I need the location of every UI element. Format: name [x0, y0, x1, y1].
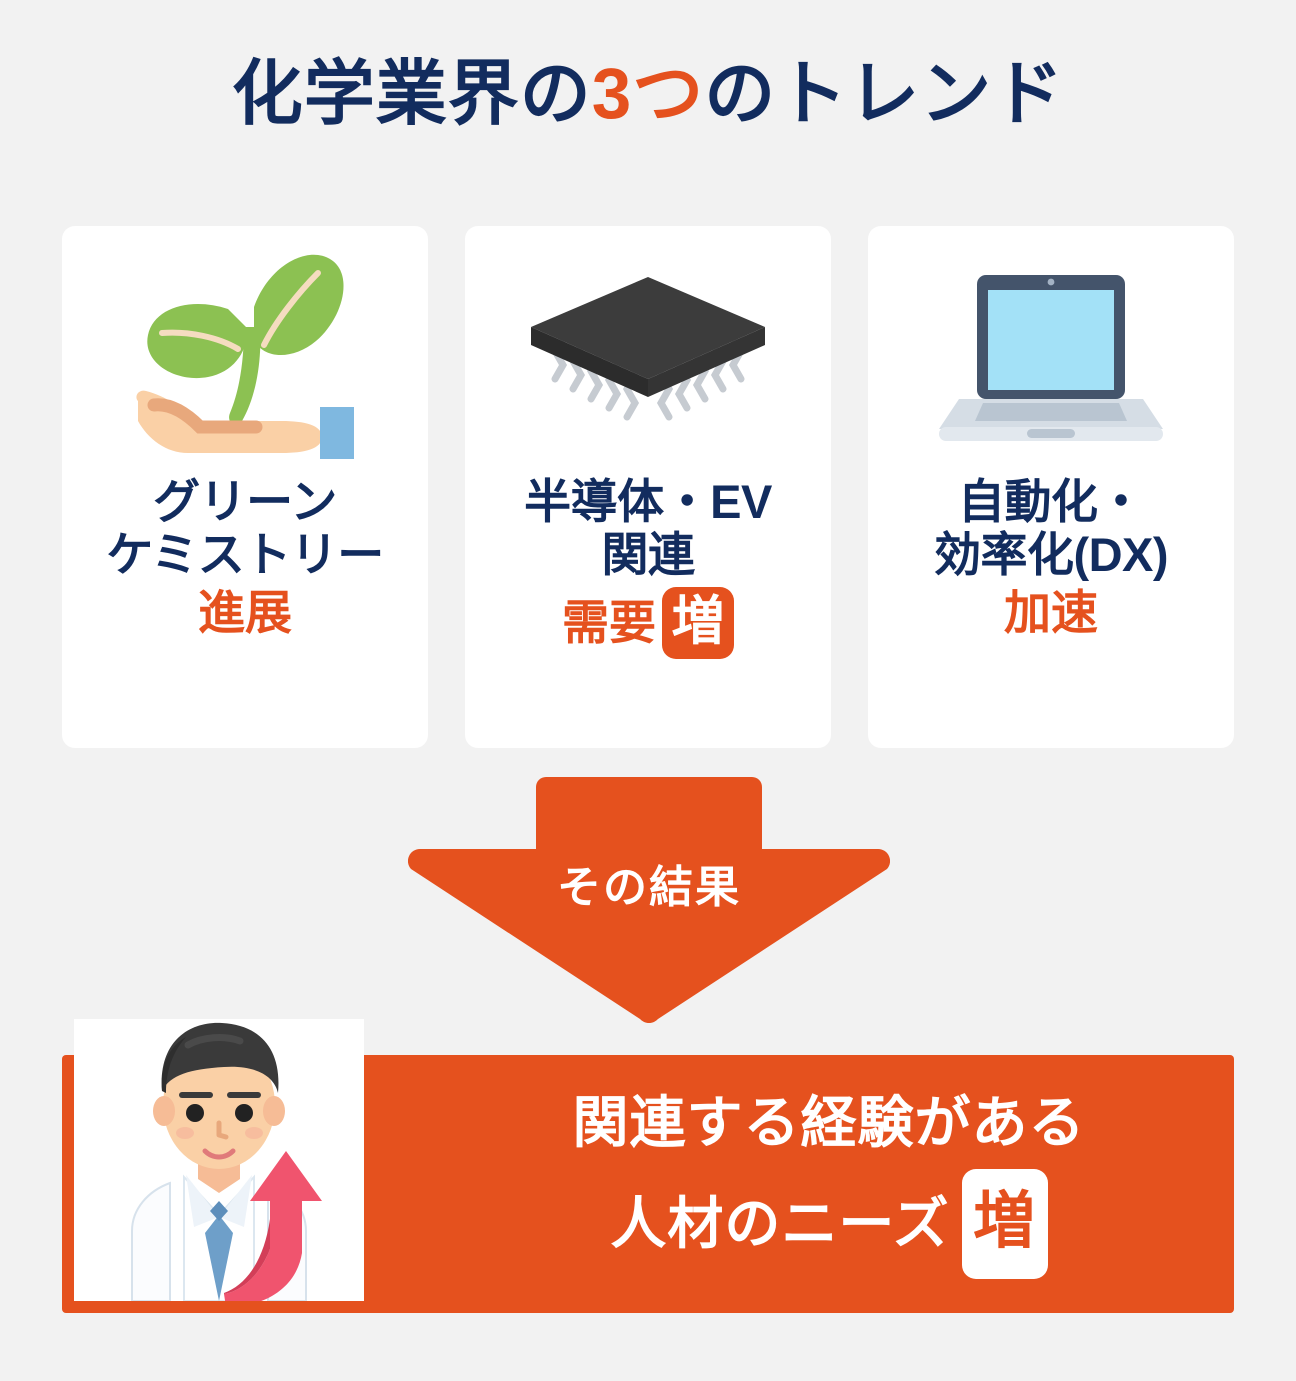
card-text: 自動化・ 効率化(DX) 加速 — [868, 475, 1234, 640]
card-title-line2: ケミストリー — [106, 527, 384, 581]
title-part1: 化学業界の — [231, 55, 592, 134]
increase-badge: 増 — [662, 587, 734, 660]
laptop-icon — [868, 226, 1234, 476]
card-text: 半導体・EV 関連 需要 増 — [465, 475, 831, 660]
banner-line2-text: 人材のニーズ — [610, 1192, 950, 1255]
card-title-line2: 効率化(DX) — [933, 527, 1169, 581]
scientist-with-rising-arrow-photo — [74, 1019, 364, 1301]
increase-badge: 増 — [961, 1168, 1048, 1279]
arrow-label: その結果 — [557, 863, 741, 912]
banner-line1: 関連する経験がある — [572, 1091, 1086, 1155]
title-accent: 3つ — [591, 55, 705, 134]
microchip-icon — [465, 226, 831, 476]
card-subtext: 加速 — [1004, 586, 1098, 640]
card-subtext: 進展 — [198, 586, 292, 640]
banner-text: 関連する経験がある 人材のニーズ 増 — [424, 1055, 1234, 1313]
page-title: 化学業界の3つのトレンド — [0, 55, 1296, 134]
result-banner: 関連する経験がある 人材のニーズ 増 — [62, 1019, 1234, 1313]
card-subtext-row: 加速 — [868, 587, 1234, 640]
card-subtext-row: 需要 増 — [465, 587, 831, 660]
card-title-line1: グリーン — [153, 475, 337, 528]
card-title-line1: 自動化・ — [958, 475, 1145, 528]
banner-line2-row: 人材のニーズ 増 — [610, 1168, 1048, 1279]
trend-card-semiconductor-ev[interactable]: 半導体・EV 関連 需要 増 — [465, 226, 831, 748]
trend-card-green-chemistry[interactable]: グリーン ケミストリー 進展 — [62, 226, 428, 748]
trend-cards: グリーン ケミストリー 進展 — [62, 226, 1234, 748]
card-subtext-row: 進展 — [62, 587, 428, 640]
trend-card-automation-dx[interactable]: 自動化・ 効率化(DX) 加速 — [868, 226, 1234, 748]
card-text: グリーン ケミストリー 進展 — [62, 475, 428, 640]
result-arrow: その結果 — [408, 777, 890, 1023]
title-part2: のトレンド — [704, 55, 1065, 134]
card-title-line2: 関連 — [601, 527, 696, 581]
card-subtext: 需要 — [562, 595, 656, 649]
card-title-line1: 半導体・EV — [524, 475, 772, 528]
sprout-in-hand-icon — [62, 226, 428, 476]
